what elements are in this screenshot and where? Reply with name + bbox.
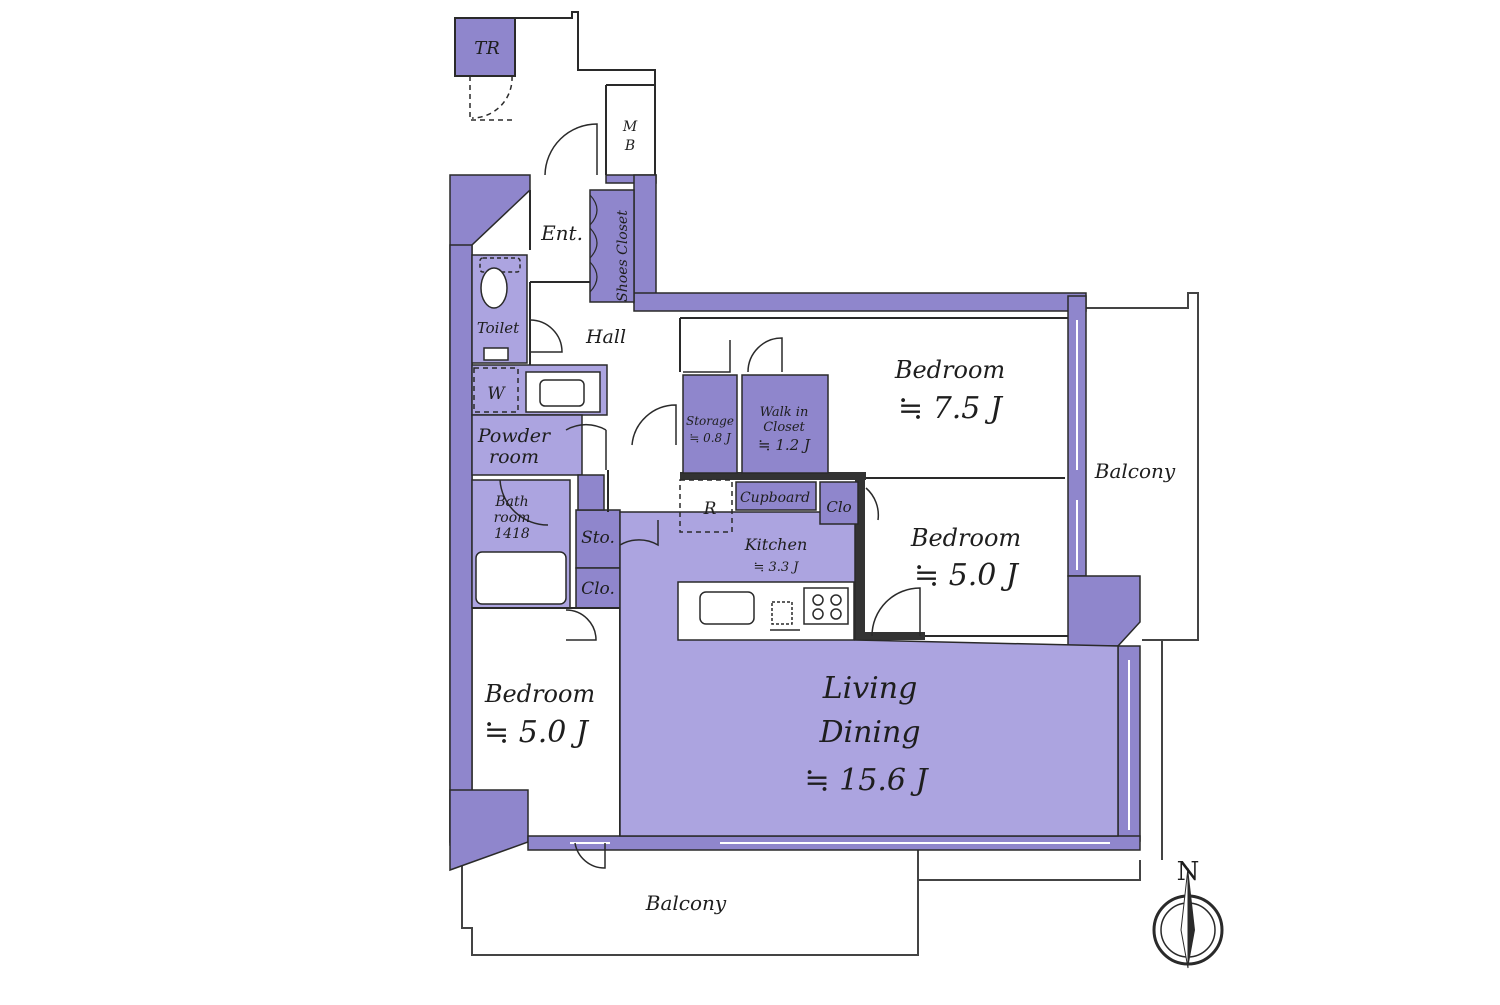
toilet-fixture (479, 257, 521, 361)
closet-label: Clo. (581, 579, 615, 599)
storage-size: ≒ 0.8 J (689, 431, 732, 445)
north-arrow-icon (1152, 867, 1224, 969)
meter-box-label-m: M (622, 119, 638, 135)
washer-label: W (487, 384, 506, 404)
balcony-east-label: Balcony (1094, 459, 1176, 483)
bathroom-label-2: room (494, 510, 531, 526)
meter-box-label-b: B (624, 138, 635, 154)
compass-label: N (1177, 857, 1200, 887)
trunk-room-label: TR (474, 38, 500, 59)
bathtub-fixture (475, 551, 567, 605)
kitchen-dark-wall (680, 472, 925, 640)
door-swings (499, 319, 921, 869)
storage-closets (682, 337, 829, 474)
bedroom-west-label: Bedroom (484, 680, 595, 708)
bedroom-west-size: ≒ 5.0 J (484, 715, 590, 750)
living-label: Living (822, 671, 918, 706)
exterior-walls (449, 174, 1141, 872)
living-dining-size: ≒ 15.6 J (804, 763, 929, 798)
washbasin-fixture (473, 367, 601, 413)
walk-in-closet-label-2: Closet (763, 420, 805, 435)
entrance-label: Ent. (540, 221, 583, 245)
powder-room-label-1: Powder (477, 425, 552, 447)
fridge-label: R (703, 499, 717, 519)
balcony-south-outline (461, 842, 1141, 956)
kitchen-label: Kitchen (744, 535, 808, 554)
powder-room-label-2: room (489, 446, 539, 468)
cupboard-label: Cupboard (740, 490, 810, 506)
kitchen-size: ≒ 3.3 J (753, 560, 799, 575)
storage-label: Storage (686, 414, 734, 428)
hall-label: Hall (585, 326, 626, 348)
toilet-label: Toilet (477, 319, 520, 337)
bathroom-label-1: Bath (494, 494, 528, 510)
bedroom-north-label: Bedroom (894, 356, 1005, 384)
dining-label: Dining (818, 715, 920, 750)
shoes-closet-doors (589, 194, 598, 293)
closet-short-label: Clo (826, 498, 851, 516)
bathroom-size: 1418 (494, 526, 530, 542)
trunk-room-area (454, 11, 656, 176)
bedroom-north-size: ≒ 7.5 J (898, 391, 1004, 426)
walk-in-closet-size: ≒ 1.2 J (758, 436, 811, 454)
storage-closet-label: Sto. (581, 528, 615, 548)
bedroom-east-label: Bedroom (910, 524, 1021, 552)
bedroom-east-size: ≒ 5.0 J (914, 558, 1020, 593)
balcony-south-label: Balcony (645, 891, 727, 915)
east-windows (1076, 320, 1130, 830)
shoes-closet-label: Shoes Closet (615, 210, 631, 302)
living-dining-area (619, 479, 1119, 837)
walk-in-closet-label-1: Walk in (760, 405, 809, 420)
